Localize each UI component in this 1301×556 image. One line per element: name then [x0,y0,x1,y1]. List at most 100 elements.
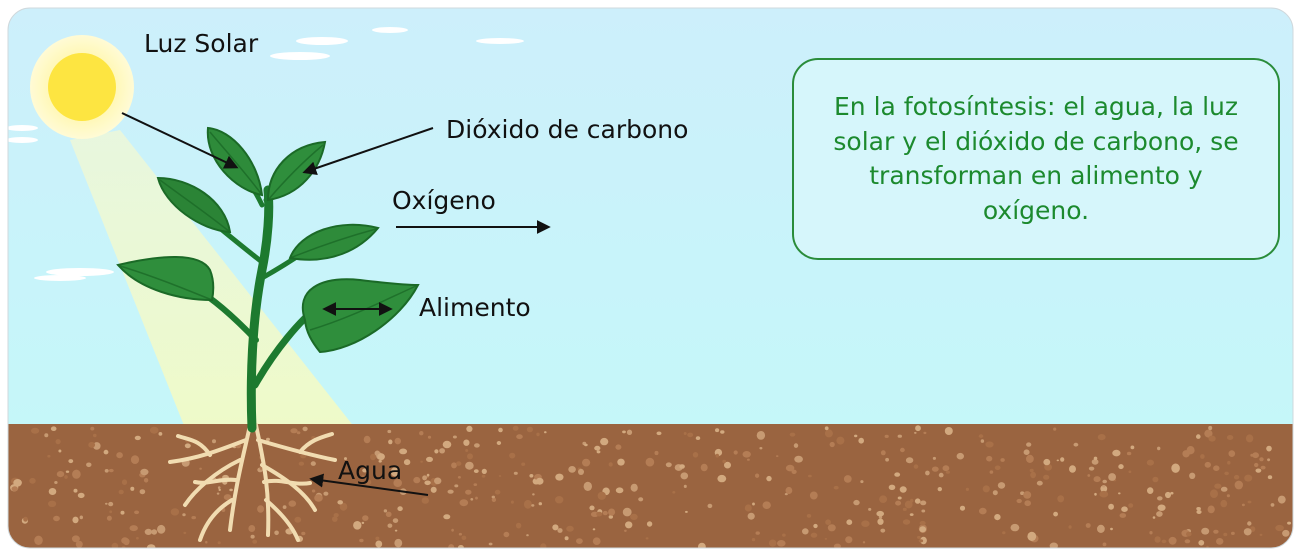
soil-speckle [481,474,486,478]
soil-speckle [1023,449,1030,456]
soil-speckle [1200,454,1205,459]
soil-speckle [555,473,564,481]
soil-speckle [608,515,613,519]
soil-speckle [544,431,547,434]
soil-speckle [775,455,779,457]
soil-speckle [73,488,78,493]
soil-speckle [158,432,163,436]
soil-speckle [1027,531,1037,542]
soil-speckle [685,510,688,513]
soil-speckle [683,432,687,435]
leaf-lower-left [116,256,215,302]
soil-speckle [1156,511,1163,517]
soil-speckle [248,525,256,532]
soil-speckle [531,504,535,507]
soil-speckle [451,528,454,532]
soil-speckle [540,543,547,548]
soil-speckle [782,533,786,537]
soil-speckle [288,500,297,507]
soil-speckle [794,455,803,463]
soil-speckle [868,507,872,511]
soil-speckle [294,516,302,523]
soil-speckle [1243,528,1252,536]
soil-speckle [1282,529,1290,537]
soil-speckle [1102,542,1107,547]
soil-speckle [1184,539,1191,544]
soil-speckle [1208,435,1216,442]
soil-speckle [434,477,442,485]
soil-speckle [679,464,685,469]
soil-speckle [1154,536,1161,543]
soil-speckle [925,470,930,476]
soil-speckle [333,513,339,518]
soil-speckle [510,500,514,504]
sun-icon [48,53,116,121]
soil-speckle [1245,434,1254,443]
soil-speckle [1157,446,1161,451]
soil-speckle [532,493,535,496]
soil-speckle [459,499,469,507]
soil-speckle [86,462,92,468]
soil-speckle [602,510,608,516]
soil-speckle [880,450,886,456]
soil-speckle [463,439,470,446]
soil-speckle [496,441,502,445]
soil-speckle [1234,480,1244,490]
soil-speckle [897,434,902,438]
soil-speckle [897,496,902,500]
soil-speckle [521,462,526,466]
soil-speckle [695,436,701,440]
soil-speckle [461,535,467,540]
soil-speckle [638,497,644,502]
soil-speckle [997,482,1006,489]
soil-speckle [1213,529,1219,534]
soil-speckle [390,467,400,477]
soil-speckle [516,434,523,440]
soil-speckle [895,500,902,506]
soil-speckle [751,538,756,542]
soil-speckle [752,502,755,506]
soil-speckle [359,538,364,543]
soil-speckle [535,477,544,485]
soil-speckle [888,484,896,490]
soil-speckle [956,452,964,460]
soil-speckle [523,499,532,509]
soil-speckle [1254,462,1259,468]
soil-speckle [216,492,220,495]
soil-speckle [785,486,793,495]
soil-speckle [789,432,796,437]
soil-speckle [755,473,760,478]
soil-speckle [364,479,372,486]
soil-speckle [290,428,298,434]
soil-speckle [902,507,907,511]
soil-speckle [56,471,65,478]
soil-speckle [1146,459,1154,466]
soil-speckle [1157,504,1166,511]
soil-speckle [1020,491,1025,496]
soil-speckle [53,515,60,522]
soil-speckle [555,496,564,504]
soil-speckle [458,545,464,548]
soil-speckle [1016,498,1022,504]
soil-speckle [937,487,942,492]
soil-speckle [183,531,187,535]
soil-speckle [566,525,574,532]
soil-speckle [140,468,149,476]
soil-speckle [538,502,542,506]
soil-speckle [938,472,944,478]
soil-speckle [982,485,990,493]
soil-speckle [120,510,125,515]
soil-speckle [665,462,672,468]
soil-speckle [1224,471,1229,476]
soil-speckle [212,439,216,444]
soil-speckle [843,475,852,483]
soil-speckle [353,521,362,530]
soil-speckle [861,520,870,527]
soil-speckle [394,538,403,548]
soil-speckle [979,507,987,515]
soil-speckle [494,489,501,495]
soil-speckle [361,521,365,525]
soil-speckle [1152,476,1159,483]
soil-speckle [836,436,845,445]
soil-speckle [104,469,109,473]
